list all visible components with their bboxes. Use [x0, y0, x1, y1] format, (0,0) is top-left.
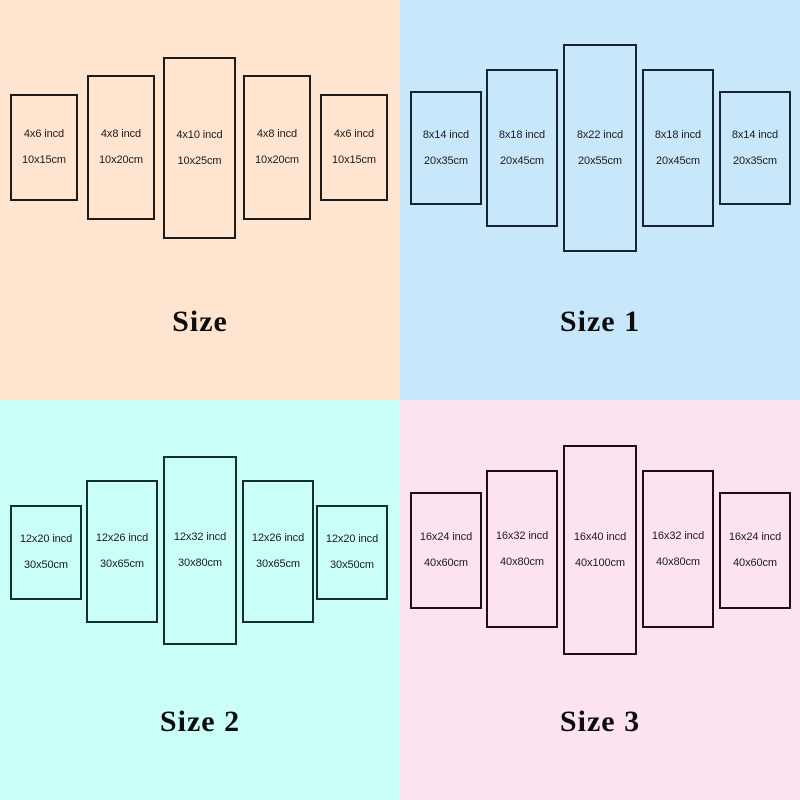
canvas-panel[interactable]: 4x8 incd 10x20cm: [243, 75, 311, 220]
panel-size-inches: 12x20 incd: [325, 533, 379, 545]
panel-layout-size-3: 16x24 incd 40x60cm 16x32 incd 40x80cm 16x40 …: [400, 400, 800, 700]
panel-size-inches: 12x20 incd: [19, 533, 73, 545]
panel-size-cm: 40x100cm: [575, 556, 625, 569]
panel-size-cm: 10x25cm: [177, 154, 222, 167]
size-group-title: Size 3: [559, 705, 641, 738]
size-group-size[interactable]: 4x6 incd 10x15cm 4x8 incd 10x20cm 4x10 incd 1…: [0, 0, 400, 400]
panel-size-cm: 30x50cm: [24, 559, 68, 571]
panel-size-inches: 16x32 incd: [651, 529, 705, 542]
size-group-title: Size 1: [559, 305, 641, 338]
canvas-panel[interactable]: 4x6 incd 10x15cm: [10, 94, 78, 201]
panel-size-inches: 4x8 incd: [100, 128, 142, 140]
panel-size-cm: 20x45cm: [500, 154, 544, 167]
panel-size-cm: 40x80cm: [656, 555, 700, 568]
panel-layout-size-1: 8x14 incd 20x35cm 8x18 incd 20x45cm 8x22 inc…: [400, 0, 800, 300]
panel-size-cm: 20x35cm: [424, 154, 468, 167]
panel-size-inches: 4x6 incd: [333, 128, 375, 140]
panel-size-inches: 8x22 incd: [576, 128, 624, 141]
panel-size-inches: 16x32 incd: [495, 529, 549, 542]
canvas-panel[interactable]: 12x32 incd 30x80cm: [163, 456, 237, 645]
panel-size-cm: 30x65cm: [100, 558, 144, 570]
canvas-panel[interactable]: 4x8 incd 10x20cm: [87, 75, 155, 220]
canvas-panel[interactable]: 16x24 incd 40x60cm: [719, 492, 791, 609]
panel-size-inches: 8x18 incd: [654, 128, 702, 141]
canvas-panel[interactable]: 8x18 incd 20x45cm: [486, 69, 558, 227]
panel-size-cm: 10x15cm: [22, 154, 66, 166]
panel-size-inches: 12x26 incd: [251, 532, 305, 544]
panel-size-cm: 30x50cm: [330, 559, 374, 571]
panel-layout-size: 4x6 incd 10x15cm 4x8 incd 10x20cm 4x10 incd 1…: [0, 0, 400, 300]
canvas-panel[interactable]: 12x26 incd 30x65cm: [86, 480, 158, 623]
canvas-panel[interactable]: 8x22 incd 20x55cm: [563, 44, 637, 252]
panel-size-inches: 4x8 incd: [256, 128, 298, 140]
canvas-panel[interactable]: 16x24 incd 40x60cm: [410, 492, 482, 609]
panel-size-inches: 8x14 incd: [422, 128, 470, 141]
panel-size-inches: 4x10 incd: [176, 128, 223, 141]
panel-size-cm: 30x80cm: [178, 557, 222, 569]
panel-size-cm: 40x80cm: [500, 555, 544, 568]
panel-size-cm: 20x45cm: [656, 154, 700, 167]
panel-size-cm: 40x60cm: [424, 557, 468, 569]
panel-size-cm: 20x55cm: [578, 154, 622, 167]
panel-size-inches: 12x32 incd: [173, 531, 227, 543]
canvas-panel[interactable]: 16x32 incd 40x80cm: [486, 470, 558, 628]
panel-size-cm: 30x65cm: [256, 558, 300, 570]
panel-size-inches: 8x18 incd: [498, 128, 546, 141]
panel-size-inches: 16x40 incd: [573, 530, 627, 543]
canvas-panel[interactable]: 4x6 incd 10x15cm: [320, 94, 388, 201]
panel-size-cm: 10x20cm: [255, 154, 299, 166]
size-group-title: Size: [172, 305, 228, 338]
size-group-size-2[interactable]: 12x20 incd 30x50cm 12x26 incd 30x65cm 12x32 …: [0, 400, 400, 800]
size-group-size-1[interactable]: 8x14 incd 20x35cm 8x18 incd 20x45cm 8x22 inc…: [400, 0, 800, 400]
canvas-panel[interactable]: 12x20 incd 30x50cm: [316, 505, 388, 600]
panel-layout-size-2: 12x20 incd 30x50cm 12x26 incd 30x65cm 12x32 …: [0, 400, 400, 700]
canvas-panel[interactable]: 16x32 incd 40x80cm: [642, 470, 714, 628]
canvas-panel[interactable]: 16x40 incd 40x100cm: [563, 445, 637, 655]
panel-size-inches: 8x14 incd: [731, 128, 779, 141]
panel-size-cm: 40x60cm: [733, 557, 777, 569]
panel-size-cm: 10x20cm: [99, 154, 143, 166]
panel-size-inches: 12x26 incd: [95, 532, 149, 544]
panel-size-cm: 20x35cm: [733, 154, 777, 167]
size-group-size-3[interactable]: 16x24 incd 40x60cm 16x32 incd 40x80cm 16x40 …: [400, 400, 800, 800]
panel-size-inches: 4x6 incd: [23, 128, 65, 140]
canvas-panel[interactable]: 4x10 incd 10x25cm: [163, 57, 236, 239]
canvas-panel[interactable]: 12x26 incd 30x65cm: [242, 480, 314, 623]
panel-size-inches: 16x24 incd: [419, 531, 473, 543]
panel-size-inches: 16x24 incd: [728, 531, 782, 543]
canvas-panel[interactable]: 8x14 incd 20x35cm: [410, 91, 482, 205]
panel-size-cm: 10x15cm: [332, 154, 376, 166]
canvas-panel[interactable]: 8x14 incd 20x35cm: [719, 91, 791, 205]
canvas-panel[interactable]: 12x20 incd 30x50cm: [10, 505, 82, 600]
size-group-title: Size 2: [159, 705, 241, 738]
canvas-panel[interactable]: 8x18 incd 20x45cm: [642, 69, 714, 227]
